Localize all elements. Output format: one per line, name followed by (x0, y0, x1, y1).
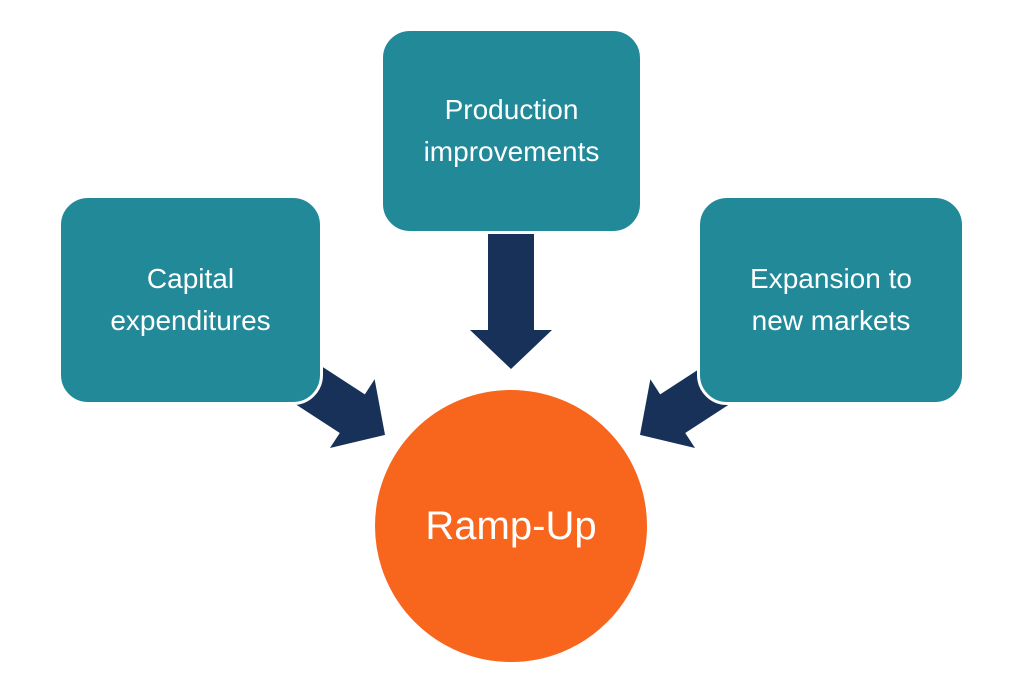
node-production-improvements: Production improvements (380, 28, 643, 234)
node-expansion-new-markets: Expansion to new markets (697, 195, 965, 405)
arrow-production-to-rampup-icon (470, 230, 552, 369)
node-capital-expenditures: Capital expenditures (58, 195, 323, 405)
node-capital-expenditures-label: Capital expenditures (110, 263, 271, 336)
node-expansion-new-markets-label: Expansion to new markets (750, 263, 912, 336)
node-production-improvements-label: Production improvements (423, 94, 600, 167)
node-ramp-up: Ramp-Up (372, 387, 650, 665)
node-ramp-up-label: Ramp-Up (425, 503, 597, 548)
